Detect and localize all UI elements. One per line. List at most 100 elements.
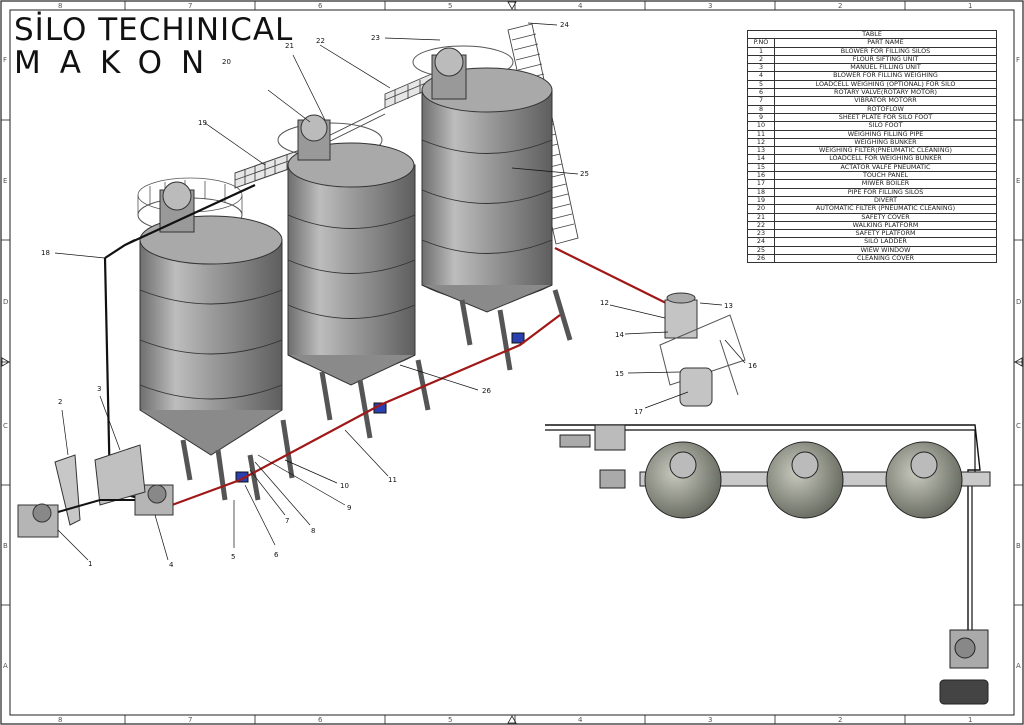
weighing-filling-pipe [171, 247, 671, 507]
svg-text:6: 6 [318, 716, 323, 724]
part-no-cell: 21 [747, 212, 775, 222]
part-name-cell: BLOWER FOR FILLING SILOS [774, 46, 997, 56]
drawing-title: SİLO TECHINICAL [14, 12, 294, 48]
callout-11: 11 [388, 476, 397, 484]
callout-19: 19 [198, 119, 207, 127]
part-name-cell: TOUCH PANEL [774, 171, 997, 181]
part-no-cell: 25 [747, 245, 775, 256]
part-no-cell: 6 [747, 88, 775, 98]
blower-units [17, 444, 174, 538]
svg-text:1: 1 [968, 2, 972, 10]
leader-lines [54, 22, 746, 561]
part-no-cell: 2 [747, 54, 775, 65]
part-name-cell: SAFETY COVER [774, 212, 997, 222]
callout-3: 3 [97, 385, 101, 393]
callout-23: 23 [371, 34, 380, 42]
callout-13: 13 [724, 302, 733, 310]
part-name-cell: ROTARY VALVE(ROTARY MOTOR) [774, 88, 997, 98]
callout-10: 10 [340, 482, 349, 490]
svg-text:E: E [1016, 177, 1020, 185]
part-no-cell: 18 [747, 187, 775, 197]
svg-text:A: A [3, 662, 8, 670]
part-no-cell: 3 [747, 63, 775, 73]
svg-text:8: 8 [58, 716, 62, 724]
callout-17: 17 [634, 408, 643, 416]
svg-text:3: 3 [708, 2, 712, 10]
part-no-cell: 11 [747, 129, 775, 139]
part-no-cell: 16 [747, 171, 775, 181]
svg-text:5: 5 [448, 716, 452, 724]
part-no-cell: 22 [747, 220, 775, 231]
header-part-name: PART NAME [774, 38, 997, 48]
inner-border [9, 9, 1015, 716]
svg-text:B: B [3, 542, 8, 550]
part-name-cell: SILO FOOT [774, 121, 997, 131]
part-no-cell: 20 [747, 204, 775, 214]
mixer-plan-view [545, 424, 991, 705]
grid-left-letters: F E D C B A [3, 56, 8, 670]
svg-text:7: 7 [188, 716, 192, 724]
table-header-row: P.NO PART NAME [747, 38, 997, 48]
part-no-cell: 17 [747, 179, 775, 189]
part-name-cell: LOADCELL WEIGHING (OPTIONAL) FOR SILO [774, 79, 997, 90]
callout-16: 16 [748, 362, 757, 370]
svg-text:7: 7 [188, 2, 192, 10]
part-no-cell: 14 [747, 154, 775, 164]
callout-labels: 1 2 3 4 5 6 7 8 9 10 11 12 13 14 15 16 1… [41, 21, 757, 569]
svg-text:D: D [1016, 298, 1021, 306]
part-name-cell: ACTATOR VALFE PNEUMATIC [774, 162, 997, 173]
svg-text:D: D [3, 298, 8, 306]
part-name-cell: BLOWER FOR FILLING WEIGHING [774, 71, 997, 81]
part-name-cell: WEIGHING BUNKER [774, 137, 997, 148]
part-name-cell: VIBRATOR MOTORR [774, 96, 997, 106]
silo-3 [412, 45, 573, 371]
part-no-cell: 5 [747, 79, 775, 90]
table-title: TABLE [747, 29, 997, 40]
callout-26: 26 [482, 387, 491, 395]
silo-3-rotary-valve [511, 332, 525, 344]
svg-text:F: F [3, 56, 7, 64]
callout-12: 12 [600, 299, 609, 307]
part-name-cell: WIEW WINDOW [774, 245, 997, 256]
part-no-cell: 12 [747, 137, 775, 148]
part-no-cell: 9 [747, 112, 775, 123]
svg-text:C: C [1016, 422, 1021, 430]
silo-1-rotary-valve [235, 471, 249, 483]
svg-text:4: 4 [578, 716, 583, 724]
callout-7: 7 [285, 517, 289, 525]
part-no-cell: 23 [747, 229, 775, 239]
svg-text:C: C [3, 422, 8, 430]
part-name-cell: ROTOFLOW [774, 104, 997, 114]
part-name-cell: WEIGHING FILTER(PNEUMATIC CLEANING) [774, 146, 997, 156]
svg-text:A: A [1016, 662, 1021, 670]
svg-text:B: B [1016, 542, 1021, 550]
callout-4: 4 [169, 561, 174, 569]
grid-right-letters: F E D C B A [1016, 56, 1021, 670]
svg-text:5: 5 [448, 2, 452, 10]
callout-18: 18 [41, 249, 50, 257]
part-name-cell: SHEET PLATE FOR SILO FOOT [774, 112, 997, 123]
part-name-cell: MIWER BOILER [774, 179, 997, 189]
part-no-cell: 26 [747, 253, 775, 264]
part-name-cell: DIVERT [774, 195, 997, 206]
part-no-cell: 7 [747, 96, 775, 106]
part-no-cell: 1 [747, 46, 775, 56]
